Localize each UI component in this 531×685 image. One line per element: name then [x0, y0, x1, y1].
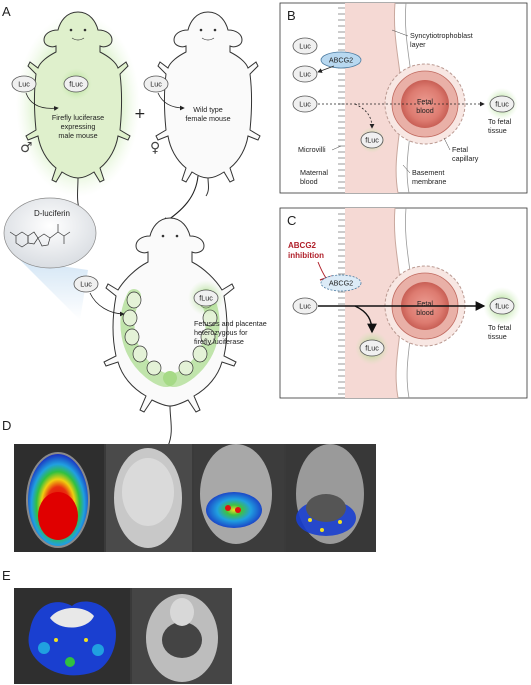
luc-node-female — [143, 75, 169, 93]
pregnant-label-2: heterozygous for — [194, 328, 248, 337]
b-luc-label-1: Luc — [299, 42, 311, 51]
b-basement-2: membrane — [412, 177, 446, 186]
d-image-3-bioluminescence — [194, 444, 284, 552]
male-label-1: Firefly luciferase — [52, 113, 104, 122]
e-image-1-bioluminescence — [14, 588, 130, 684]
male-label-3: male mouse — [58, 131, 97, 140]
b-luc-label-2: Luc — [299, 70, 311, 79]
luc-label-female: Luc — [150, 80, 162, 89]
c-fetal-blood-2: blood — [416, 308, 434, 317]
c-inhibition-1: ABCG2 — [288, 241, 317, 250]
c-fluc-node-maternal — [359, 339, 385, 357]
c-luc-node — [292, 297, 318, 315]
panel-c: C ABCG2 inhibition ABCG2 Luc fLuc fLuc F… — [279, 207, 528, 399]
b-fetal-blood-1: Fetal — [417, 97, 433, 106]
female-mouse — [155, 11, 261, 197]
d-luciferin-title: D-luciferin — [34, 209, 70, 218]
b-syncytio-1: Syncytiotrophoblast — [410, 31, 473, 40]
b-fluc-label-fetal: fLuc — [495, 100, 509, 109]
e-image-2-photo — [132, 588, 232, 684]
c-abcg2-transporter — [320, 274, 362, 292]
substrate-bubble — [3, 197, 97, 269]
c-abcg2-label: ABCG2 — [329, 279, 353, 288]
fluc-label-male: fLuc — [69, 80, 83, 89]
b-basement-1: Basement — [412, 168, 444, 177]
panel-letter-b: B — [287, 8, 296, 23]
c-fluc-node-fetal — [489, 297, 515, 315]
c-inhibition-2: inhibition — [288, 251, 324, 260]
b-capillary-1: Fetal — [452, 145, 468, 154]
b-fluc-node-maternal — [360, 131, 384, 149]
fluc-node-pregnant — [193, 289, 219, 307]
b-abcg2-label: ABCG2 — [329, 56, 353, 65]
b-syncytio-2: layer — [410, 40, 426, 49]
c-fetal-blood-1: Fetal — [417, 299, 433, 308]
panel-b: B Luc ABCG2 Luc Luc fLuc fLuc Fetal bloo… — [279, 2, 528, 194]
b-fetal-blood-2: blood — [416, 106, 434, 115]
d-image-1-bioluminescence — [14, 444, 104, 552]
panel-letter-c: C — [287, 213, 296, 228]
female-symbol: ♀ — [150, 140, 160, 156]
luc-label-male: Luc — [18, 80, 30, 89]
luc-node-pregnant — [73, 275, 99, 293]
c-fluc-label-fetal: fLuc — [495, 302, 509, 311]
c-to-fetal-1: To fetal — [488, 323, 512, 332]
male-label-2: expressing — [61, 122, 96, 131]
fluc-label-pregnant: fLuc — [199, 294, 213, 303]
b-capillary-2: capillary — [452, 154, 479, 163]
panel-letter-a: A — [2, 4, 11, 19]
b-maternal-1: Maternal — [300, 168, 328, 177]
luc-label-pregnant: Luc — [80, 280, 92, 289]
d-image-2-photo — [106, 444, 192, 552]
b-maternal-2: blood — [300, 177, 318, 186]
female-label-2: female mouse — [185, 114, 230, 123]
uterine-horns — [120, 289, 220, 387]
panel-e: E — [2, 568, 232, 684]
b-to-fetal-1: To fetal — [488, 117, 512, 126]
plus-sign: + — [134, 106, 146, 122]
c-to-fetal-2: tissue — [488, 332, 507, 341]
b-microvilli: Microvilli — [298, 145, 326, 154]
c-luc-label: Luc — [299, 302, 311, 311]
b-fluc-node-fetal — [489, 95, 515, 113]
male-symbol: ♂ — [20, 140, 33, 156]
fluc-node-male — [63, 75, 89, 93]
d-luciferin-structure — [9, 224, 71, 248]
b-luc-label-3: Luc — [299, 100, 311, 109]
b-fluc-label-maternal: fLuc — [365, 136, 379, 145]
female-label-1: Wild type — [193, 105, 223, 114]
panel-a: A fLuc Luc Firefly luciferase expressing… — [2, 4, 267, 447]
luc-node-male — [11, 75, 37, 93]
b-luc-node-1 — [292, 37, 318, 55]
d-image-4-bioluminescence — [286, 444, 376, 552]
panel-letter-e: E — [2, 568, 11, 583]
b-luc-node-3 — [292, 95, 318, 113]
c-fluc-label-maternal: fLuc — [365, 344, 379, 353]
pregnant-label-1: Fetuses and placentae — [194, 319, 267, 328]
panel-letter-d: D — [2, 418, 11, 433]
panel-d: D — [2, 418, 376, 552]
pregnant-label-3: firefly luciferase — [194, 337, 244, 346]
b-luc-node-2 — [292, 65, 318, 83]
b-to-fetal-2: tissue — [488, 126, 507, 135]
b-abcg2-transporter — [320, 51, 362, 69]
